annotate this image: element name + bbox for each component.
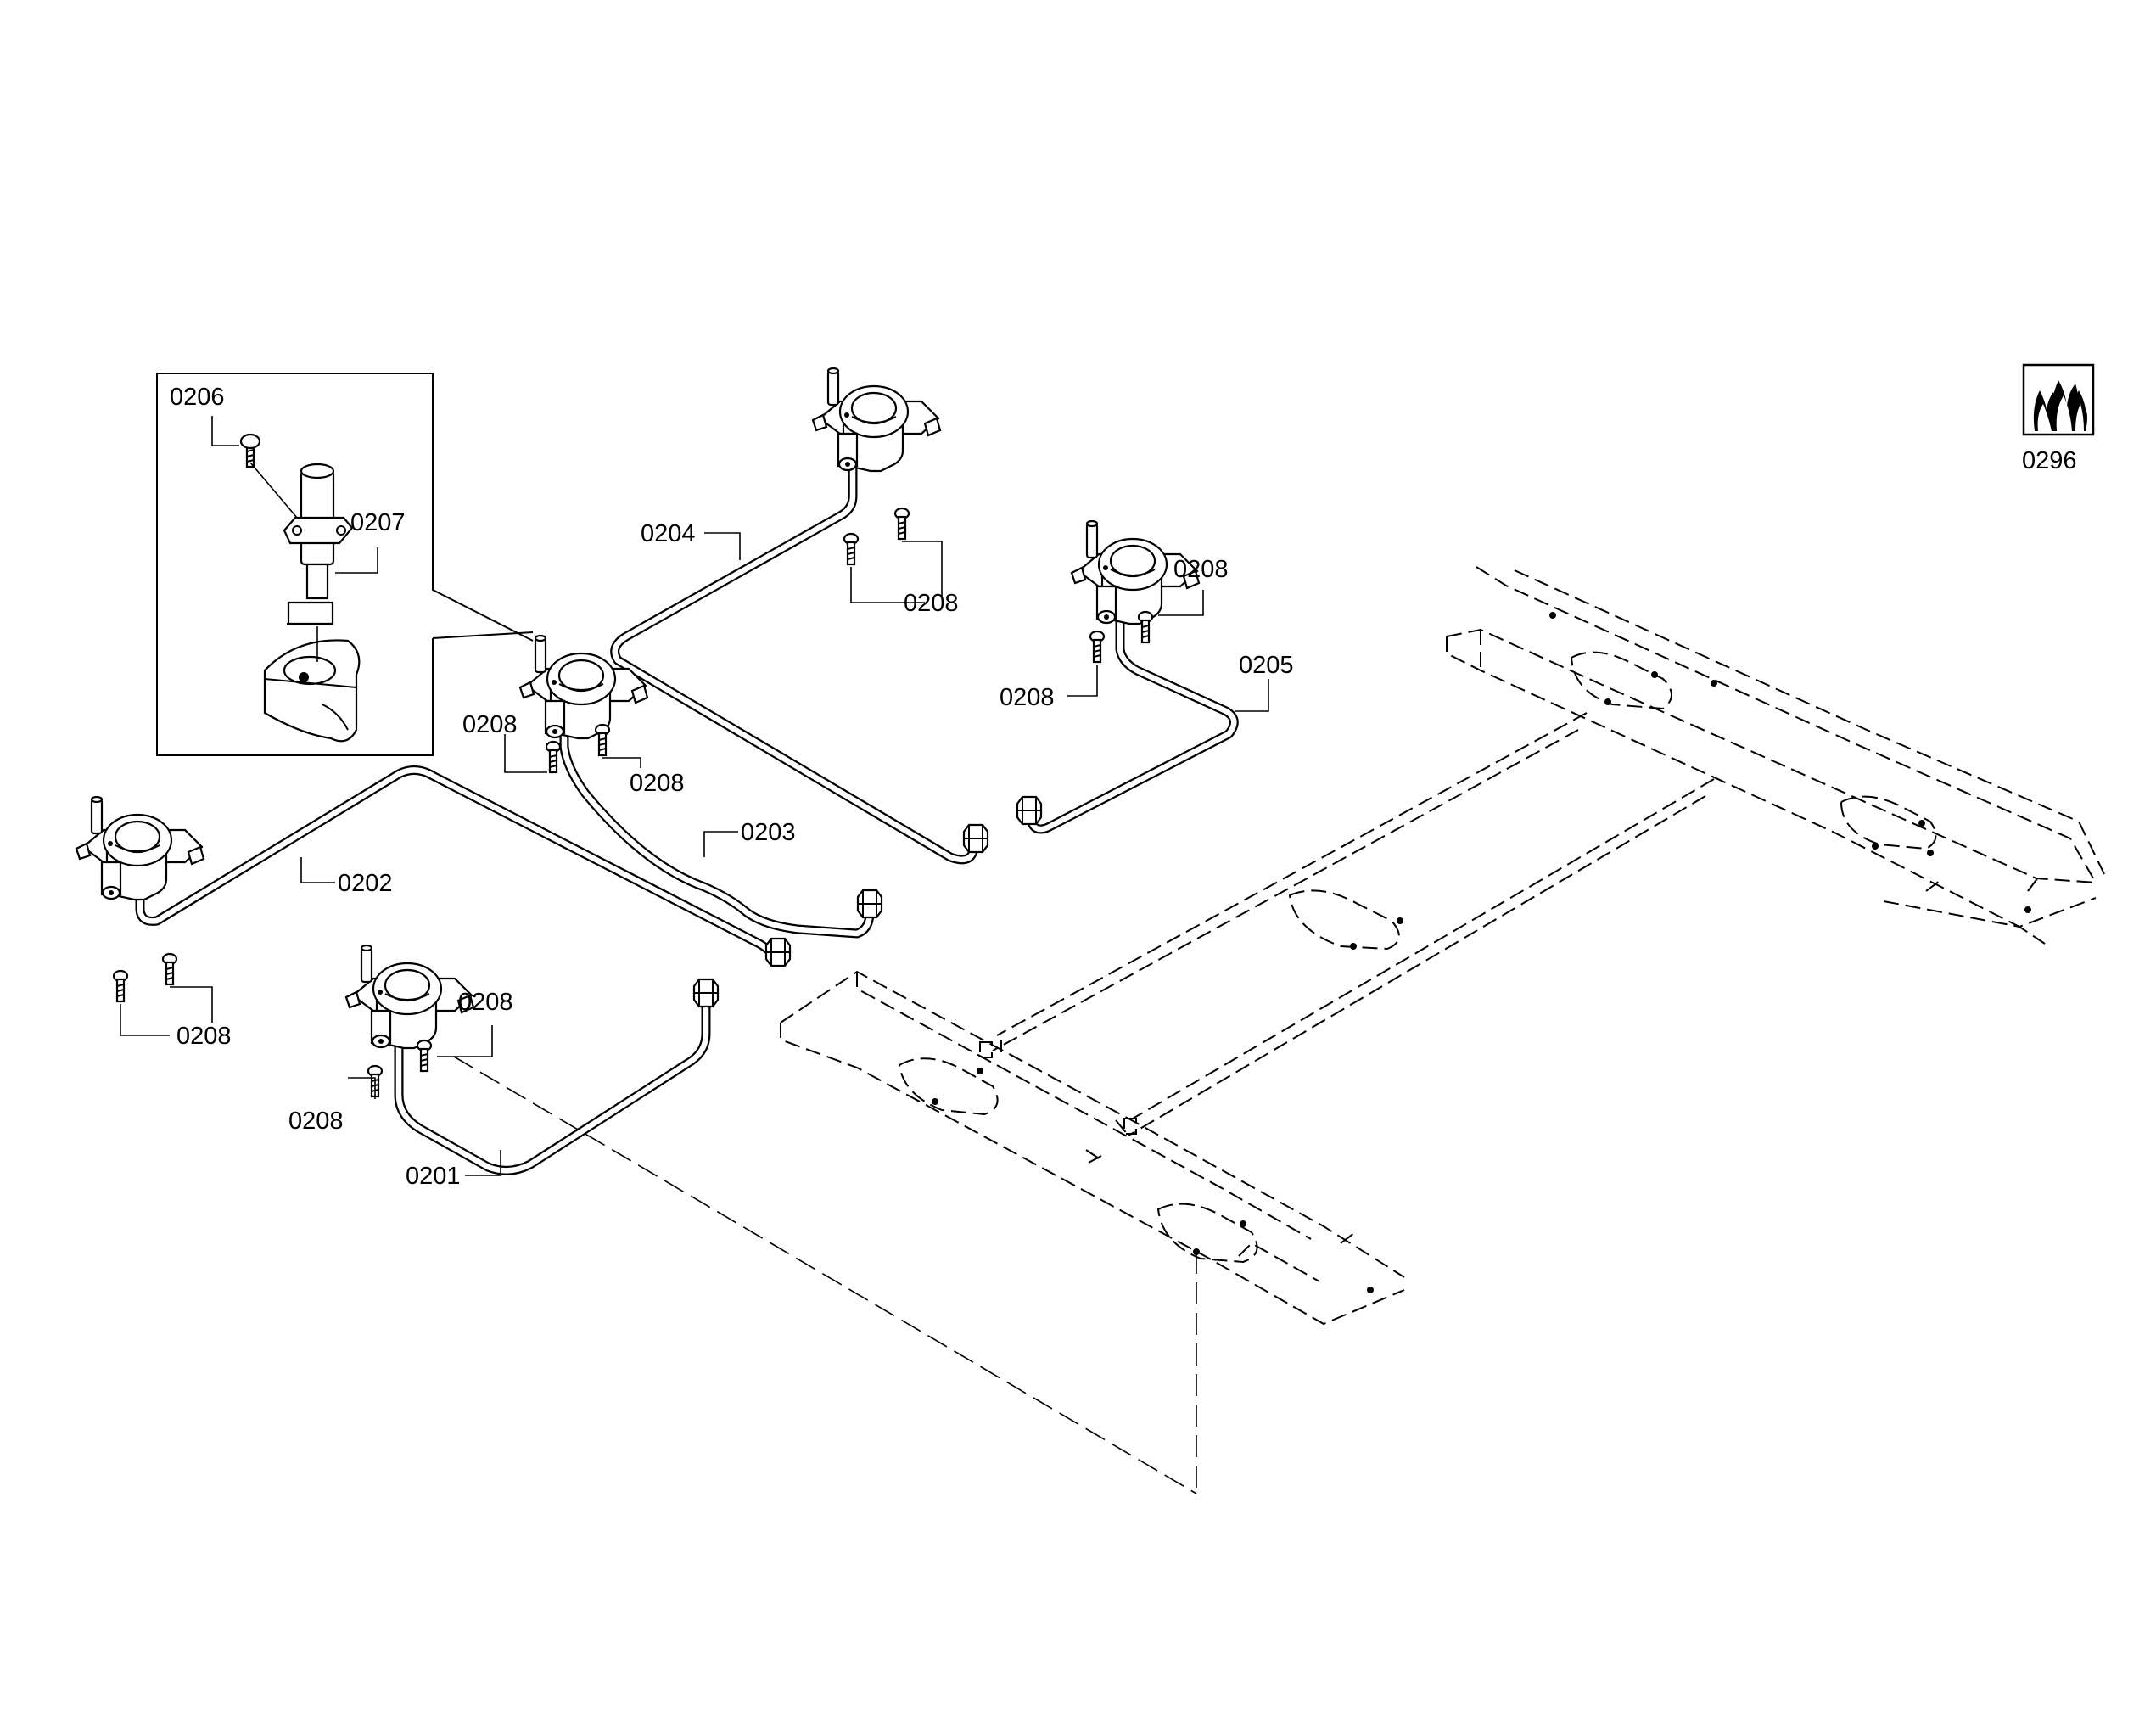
callout-0204: 0204 [641, 520, 696, 547]
callout-0208-a: 0208 [904, 590, 959, 617]
alignment-lines [453, 1056, 1197, 1494]
callout-labels: 0206 0207 0204 0208 0208 0208 0205 0208 … [170, 384, 2077, 1190]
callout-0207: 0207 [350, 509, 406, 536]
burner-support-frame [780, 566, 2105, 1326]
screws [112, 507, 1154, 1098]
detail-inset [156, 373, 534, 756]
callout-0206: 0206 [170, 384, 225, 411]
callout-0203: 0203 [741, 819, 796, 846]
callout-0208-c: 0208 [1000, 684, 1055, 711]
callout-0296: 0296 [2022, 447, 2077, 474]
callout-0208-e: 0208 [630, 770, 685, 797]
callout-0208-b: 0208 [1173, 556, 1229, 583]
callout-0202: 0202 [338, 870, 393, 897]
gas-flame-icon [2022, 363, 2095, 436]
callout-0208-d: 0208 [462, 711, 518, 738]
callout-0208-g: 0208 [458, 989, 513, 1016]
callout-0201: 0201 [406, 1163, 461, 1190]
callout-0205: 0205 [1239, 652, 1294, 679]
callout-0208-h: 0208 [288, 1108, 344, 1135]
callout-0208-f: 0208 [176, 1023, 232, 1050]
leader-lines [120, 416, 1269, 1176]
